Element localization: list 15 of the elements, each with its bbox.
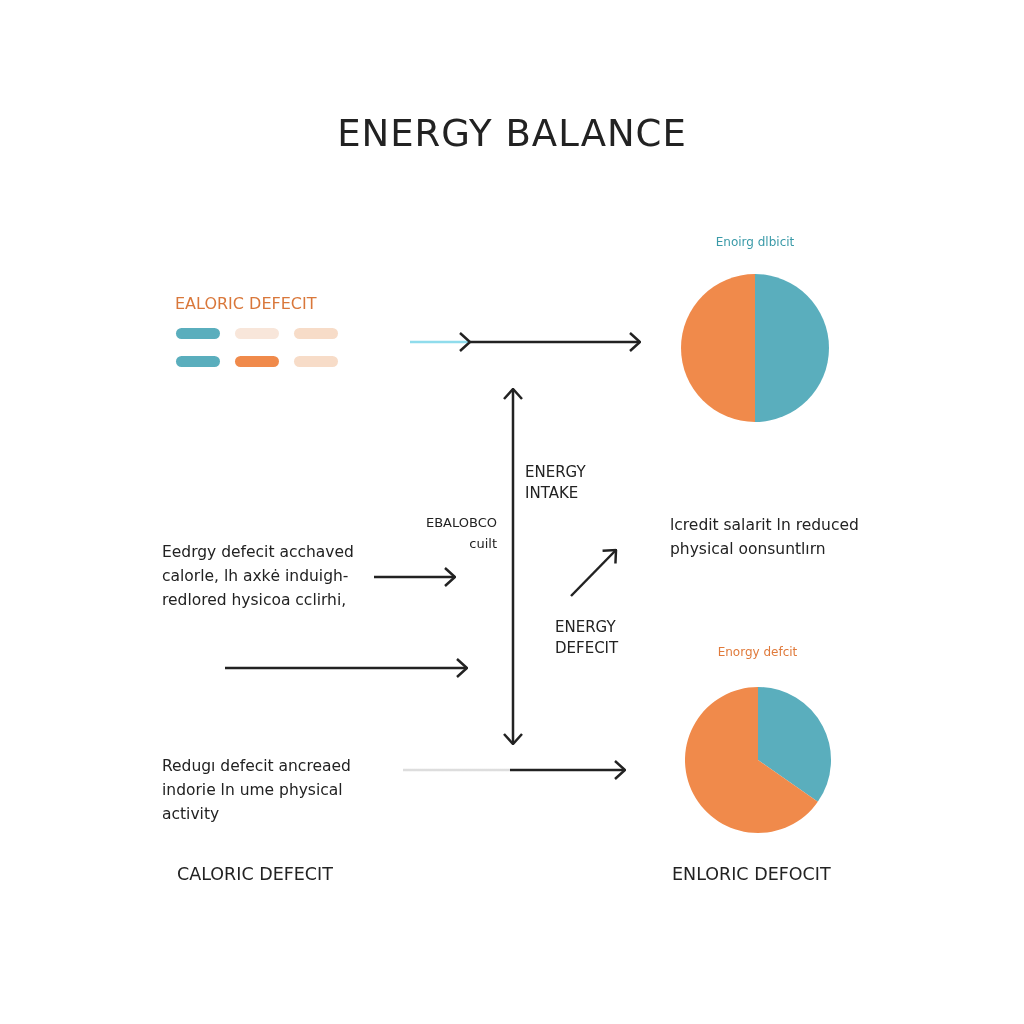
description-text: Eedrgy defecit acchaved calorle, lh axkė induigh- redlored hysicoa cclirhi, bbox=[162, 542, 355, 611]
arrow bbox=[374, 566, 457, 588]
description-text: Redugı defecit ancreaed indorie ln ume physical activity bbox=[162, 756, 352, 825]
diagram-label: ENLORIC DEFOCIT bbox=[672, 864, 832, 885]
diagram-label: ENERGY INTAKE bbox=[525, 462, 587, 504]
diagram-label: EBALOBCO cuilt bbox=[424, 514, 497, 553]
diagram-label: ENERGY DEFECIT bbox=[555, 617, 620, 659]
diagram-label: CALORIC DEFECIT bbox=[177, 864, 334, 885]
section-heading: EALORIC DEFECIT bbox=[175, 294, 317, 313]
chart-heading: Enorgy defcit bbox=[716, 645, 799, 659]
arrow bbox=[410, 332, 641, 352]
diagram-title: ENERGY BALANCE bbox=[336, 112, 688, 155]
chart-heading: Enoirg dlbicit bbox=[714, 235, 796, 249]
arrow bbox=[403, 759, 627, 781]
description-text: lcredit salarit ln reduced physical oonsuntlırn bbox=[670, 515, 860, 560]
